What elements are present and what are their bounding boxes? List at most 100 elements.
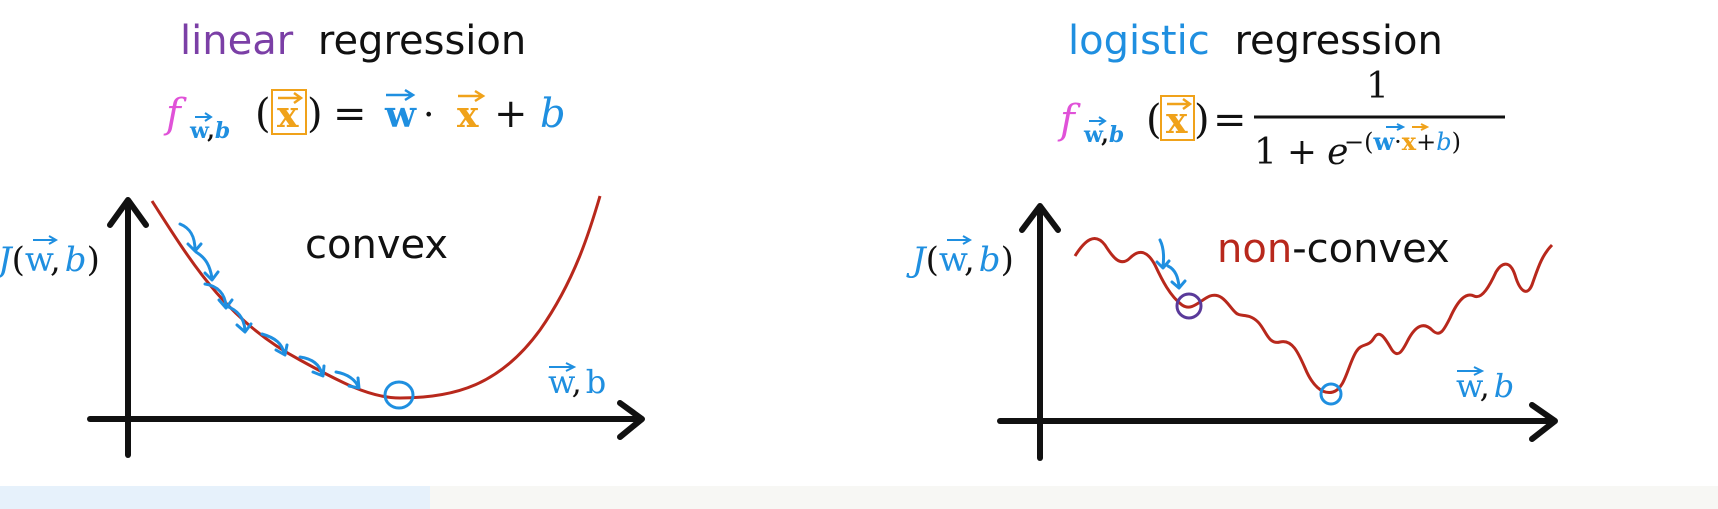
right-title: logistic regression [1068, 18, 1443, 64]
right-ylabel-comma: , [964, 240, 975, 280]
right-sub-b: b [1109, 122, 1124, 148]
left-x-arg-box [271, 89, 307, 135]
right-global-minimum-circle [1319, 382, 1343, 406]
right-formula-numerator: 1 [1366, 66, 1389, 107]
left-descent-steps [178, 222, 361, 390]
right-paren-open: ( [1146, 97, 1162, 143]
descent-step-4 [224, 304, 253, 334]
left-w-vector-arrow [386, 88, 416, 102]
right-exp-w: w [1372, 127, 1395, 156]
left-axes [87, 197, 645, 458]
left-sub-w-vector-arrow [195, 112, 213, 122]
left-formula-w: w [384, 94, 417, 136]
right-exp-plus: + [1416, 128, 1436, 156]
right-ylabel-b: b [979, 240, 1001, 280]
right-exp-b: b [1436, 128, 1451, 156]
left-formula-f: f [163, 91, 187, 137]
left-ylabel-w-vector-arrow [33, 235, 59, 245]
left-x-axis-label: w,b [548, 363, 606, 401]
descent-step-5 [260, 332, 289, 357]
right-descent-step-2 [1166, 264, 1187, 290]
left-sub-b: b [215, 118, 230, 144]
right-formula-subscript: w,b [1083, 122, 1124, 148]
right-ylabel-w-vector-arrow [947, 235, 973, 245]
bottom-highlight [0, 486, 430, 509]
right-x-axis-arrowhead [1529, 402, 1558, 442]
left-formula-dot: · [423, 95, 434, 136]
right-exp-x: x [1402, 127, 1417, 156]
right-exp-minus: −( [1344, 128, 1373, 156]
right-exp-dot: · [1394, 128, 1402, 156]
right-formula: f w,b ( x ) = 1 1+e −(w·x+b) [1057, 66, 1505, 173]
left-formula-subscript: w,b [189, 118, 230, 144]
left-title: linear regression [180, 18, 526, 64]
left-formula-b: b [540, 91, 566, 137]
right-curve-label-non: non [1217, 226, 1292, 272]
right-x-axis-label: w,b [1456, 367, 1514, 405]
right-formula-equals: = [1213, 97, 1247, 143]
left-formula-paren-close: ) [307, 91, 323, 137]
left-x-vector-arrow [458, 89, 486, 103]
left-title-linear: linear [180, 18, 294, 64]
left-xlabel-b: b [586, 363, 606, 401]
left-y-axis-label: J(w,b) [0, 240, 100, 280]
left-xlabel-w-vector-arrow [549, 362, 577, 372]
right-xlabel-b: b [1494, 367, 1514, 405]
left-sub-w: w [189, 118, 210, 144]
right-y-axis-arrowhead [1019, 203, 1061, 233]
left-formula-plus: + [494, 91, 528, 137]
right-denom-one: 1 [1254, 132, 1277, 173]
left-ylabel-w: w [25, 240, 54, 280]
descent-step-2 [194, 250, 220, 282]
right-curve-label-convex: -convex [1292, 226, 1450, 272]
left-x-arg-vector-arrow [278, 91, 304, 105]
right-x-arg-vector-arrow [1167, 97, 1193, 111]
right-sub-w: w [1083, 122, 1104, 148]
left-formula-x: x [457, 94, 479, 136]
left-xlabel-comma: , [572, 363, 582, 401]
left-title-regression: regression [318, 18, 526, 64]
left-formula: f w,b ( x ) = w · x + b [163, 88, 566, 144]
non-convex-cost-curve [1073, 237, 1554, 395]
left-ylabel-comma: , [50, 240, 61, 280]
left-formula-equals: = [333, 91, 367, 137]
left-formula-x-arg: x [277, 94, 299, 136]
right-exp-x-vector-arrow [1412, 123, 1430, 131]
right-sub-w-vector-arrow [1089, 116, 1107, 126]
left-curve-label: convex [305, 222, 448, 268]
left-formula-paren-open: ( [255, 91, 271, 137]
right-title-logistic: logistic [1068, 18, 1210, 64]
right-ylabel-w: w [939, 240, 968, 280]
left-global-minimum-circle [383, 380, 415, 410]
right-exp-close: ) [1452, 128, 1461, 156]
right-title-regression: regression [1234, 18, 1442, 64]
right-denom-plus: + [1287, 132, 1317, 173]
right-denom-e: e [1327, 132, 1348, 173]
right-axes [997, 203, 1558, 461]
right-exp-w-vector-arrow [1386, 123, 1406, 131]
right-formula-x-arg: x [1166, 100, 1188, 142]
descent-step-6 [298, 355, 326, 378]
descent-step-3 [203, 282, 234, 310]
right-paren-close: ) [1194, 97, 1210, 143]
right-xlabel-w-vector-arrow [1457, 366, 1485, 376]
right-descent-step-1 [1155, 238, 1171, 270]
right-curve-label: non-convex [1217, 226, 1450, 272]
right-panel: logistic regression f w,b ( x ) = 1 1 [906, 18, 1558, 461]
right-formula-exponent: −(w·x+b) [1344, 127, 1461, 156]
right-x-arg-box [1160, 95, 1195, 141]
left-x-axis-arrowhead [617, 400, 645, 440]
right-y-axis-label: J(w,b) [906, 240, 1014, 280]
right-xlabel-comma: , [1480, 367, 1490, 405]
left-sub-comma: , [207, 118, 215, 144]
right-formula-denominator: 1+e [1254, 132, 1348, 173]
descent-step-7 [334, 370, 361, 390]
left-panel: linear regression f w,b ( x ) = w · x [0, 18, 645, 458]
right-formula-f: f [1057, 97, 1081, 143]
right-ylabel-J: J [906, 240, 928, 280]
right-descent-steps [1155, 238, 1187, 290]
left-ylabel-J: J [0, 240, 14, 280]
right-local-minimum-circle [1175, 292, 1203, 320]
